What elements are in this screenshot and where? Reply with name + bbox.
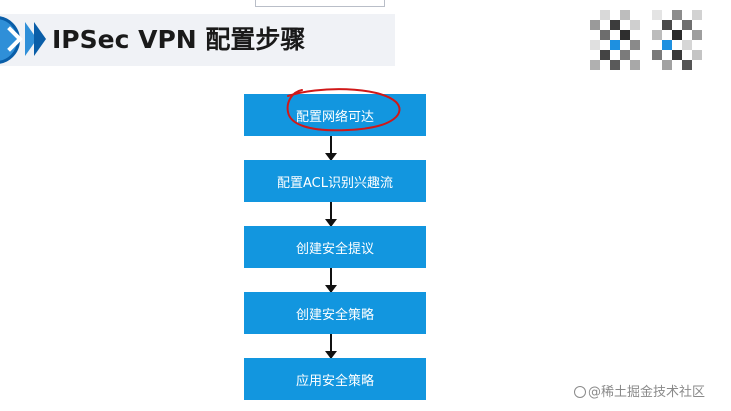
flow-arrow xyxy=(325,334,337,359)
flow-arrow xyxy=(325,202,337,227)
step-label: 创建安全提议 xyxy=(295,241,374,257)
flow-arrow xyxy=(325,268,337,293)
step-box: 创建安全提议 xyxy=(244,226,426,268)
handwritten-circle-annotation xyxy=(286,88,401,132)
page-title: IPSec VPN 配置步骤 xyxy=(52,25,306,54)
watermark: @稀土掘金技术社区 xyxy=(574,381,705,400)
pixelated-logo-icon xyxy=(590,10,652,76)
step-box: 应用安全策略 xyxy=(244,358,426,400)
flow-arrow xyxy=(325,136,337,161)
step-label: 应用安全策略 xyxy=(295,373,374,389)
top-tab xyxy=(255,0,385,7)
pixelated-logo-icon xyxy=(652,10,714,76)
step-box: 配置ACL识别兴趣流 xyxy=(244,160,426,202)
step-label: 创建安全策略 xyxy=(295,307,374,323)
step-box: 创建安全策略 xyxy=(244,292,426,334)
title-accent-chevron xyxy=(34,22,46,56)
step-label: 配置网络可达 xyxy=(295,109,374,125)
watermark-text: @稀土掘金技术社区 xyxy=(588,385,706,400)
step-label: 配置ACL识别兴趣流 xyxy=(277,175,393,191)
juejin-icon xyxy=(574,386,586,398)
title-banner xyxy=(0,14,395,66)
